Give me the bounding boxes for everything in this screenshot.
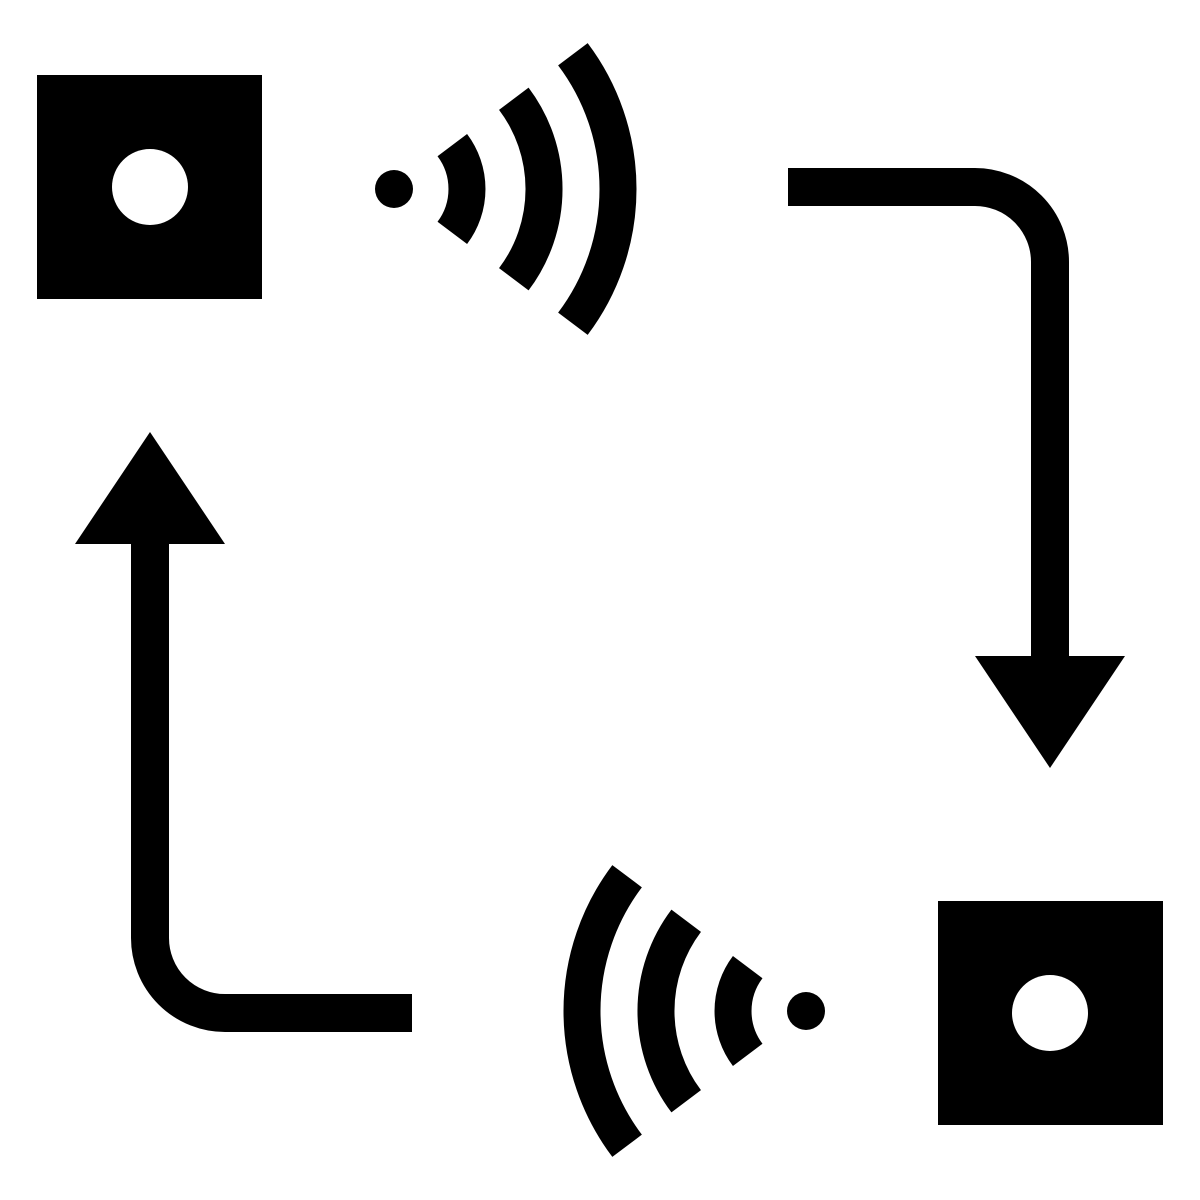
right-down-arrow-icon [788,168,1125,768]
signal-source-dot [787,992,825,1030]
top-wireless-signal-icon [375,43,637,335]
signal-arc-small [437,133,486,245]
signal-arc-medium [637,909,702,1113]
signal-source-dot [375,170,413,208]
bottom-half [75,432,1163,1157]
signal-arc-large [563,865,643,1157]
top-half [37,43,1125,768]
signal-arc-small [714,955,763,1067]
left-up-arrow-icon [75,432,412,1032]
bottom-wireless-signal-icon [563,865,825,1157]
signal-arc-large [557,43,637,335]
signal-arc-medium [498,87,563,291]
bottom-right-device-icon [938,901,1163,1125]
top-left-device-icon [37,75,262,299]
